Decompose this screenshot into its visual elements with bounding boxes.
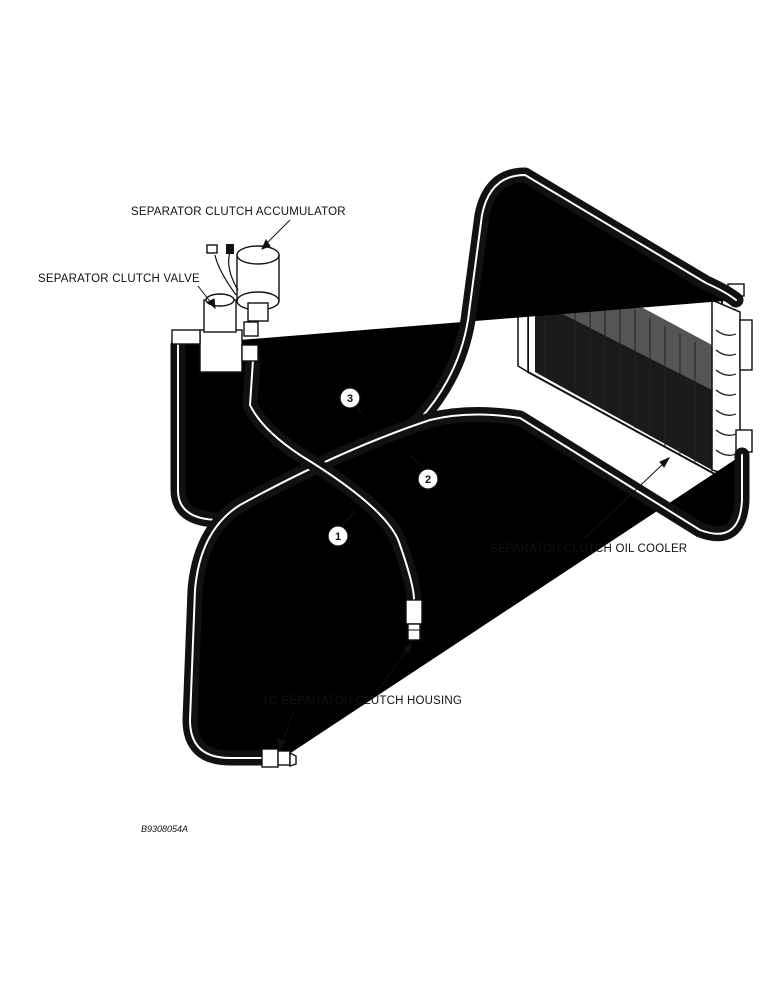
clutch-valve <box>171 293 259 373</box>
housing-fitting-lower <box>261 748 297 768</box>
hose-1 <box>250 360 414 600</box>
clutch-accumulator <box>206 244 280 322</box>
callout-3: 3 <box>339 387 361 409</box>
leader-lines <box>197 219 671 751</box>
label-accumulator: SEPARATOR CLUTCH ACCUMULATOR <box>131 206 346 218</box>
callout-2: 2 <box>417 468 439 490</box>
svg-text:2: 2 <box>425 474 431 486</box>
hose-3 <box>178 175 736 520</box>
svg-text:3: 3 <box>347 393 353 405</box>
label-housing: TO SEPARATOR CLUTCH HOUSING <box>262 695 462 707</box>
callout-1: 1 <box>327 525 349 547</box>
label-oil-cooler: SEPARATOR CLUTCH OIL COOLER <box>490 543 687 555</box>
svg-text:1: 1 <box>335 531 341 543</box>
hose-2 <box>190 414 742 758</box>
label-valve: SEPARATOR CLUTCH VALVE <box>38 273 200 285</box>
figure-id: B9308054A <box>141 824 188 834</box>
housing-fitting-upper <box>405 599 423 641</box>
